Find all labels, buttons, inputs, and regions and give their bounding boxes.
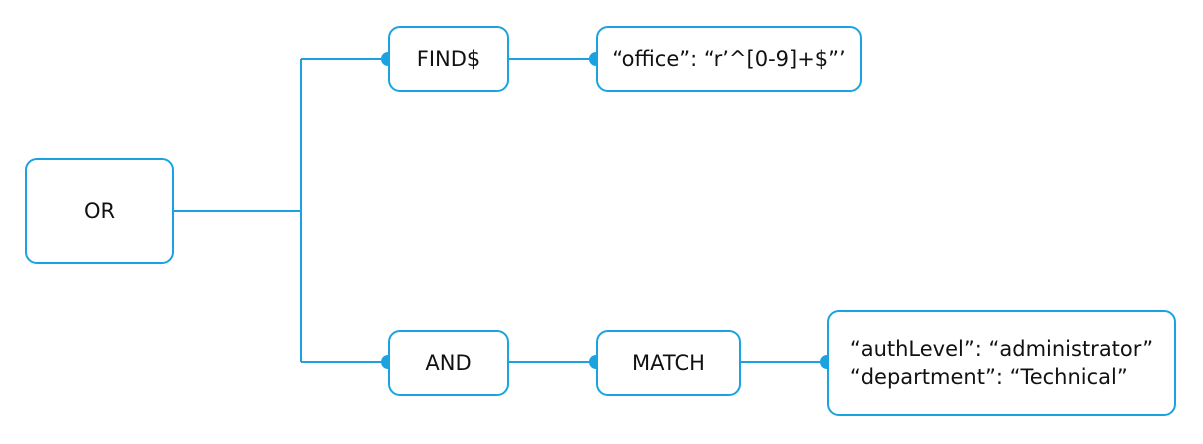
conditions-list: “authLevel”: “administrator” “department… <box>850 335 1153 391</box>
node-or: OR <box>25 158 174 264</box>
node-find: FIND$ <box>388 26 509 92</box>
node-office-pattern: “office”: “r’^[0-9]+$”’ <box>596 26 862 92</box>
node-and: AND <box>388 330 509 396</box>
node-or-label: OR <box>83 199 116 223</box>
node-match-conditions: “authLevel”: “administrator” “department… <box>827 310 1176 416</box>
node-match-label: MATCH <box>632 351 705 375</box>
node-find-label: FIND$ <box>416 47 481 71</box>
node-match: MATCH <box>596 330 741 396</box>
node-and-label: AND <box>425 351 472 375</box>
condition-auth-level: “authLevel”: “administrator” <box>849 337 1154 361</box>
condition-department: “department”: “Technical” <box>849 365 1128 389</box>
node-office-label: “office”: “r’^[0-9]+$”’ <box>612 47 846 71</box>
